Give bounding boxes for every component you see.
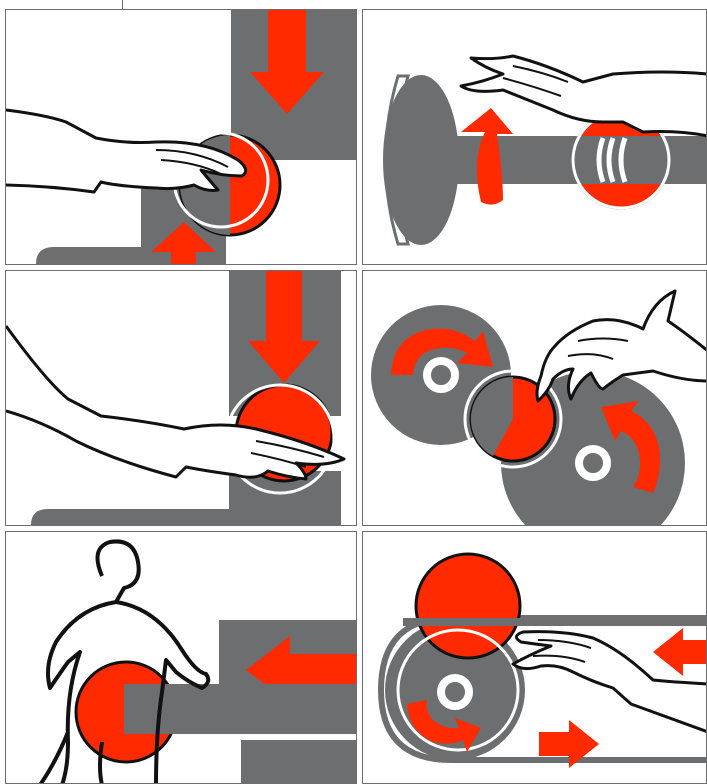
panel-rotating-shaft [362,9,707,265]
panel-belt-pulley [362,531,707,784]
panel-roller-under-feed [5,270,357,526]
upper-roller [416,554,520,658]
left-arrow-icon [653,628,707,676]
panel-meshing-discs [362,270,707,526]
shaft-overlay [573,136,707,184]
panel-reciprocating-ram [5,531,357,784]
hand-icon [6,110,246,192]
lower-block [241,740,356,784]
top-tick-mark [122,0,123,9]
panel-vertical-rollers-nip [5,9,357,265]
